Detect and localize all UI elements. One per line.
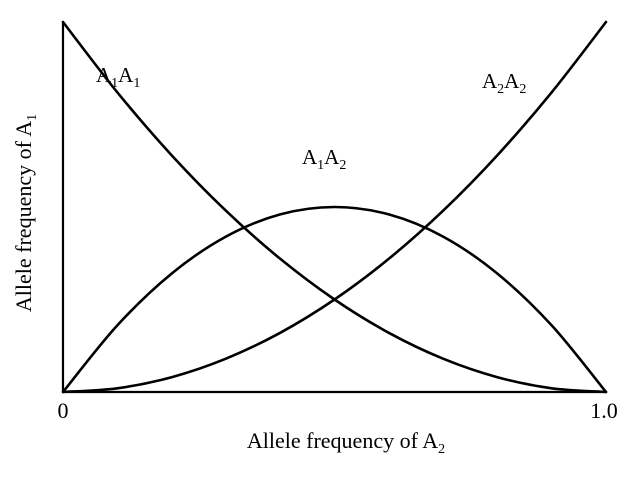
- series-label-0-sub-1: 1: [133, 76, 140, 91]
- x-axis-label-text: Allele frequency of A: [247, 428, 438, 453]
- x-axis-label: Allele frequency of A2: [247, 428, 445, 457]
- y-axis-label-text: Allele frequency of A: [11, 121, 36, 312]
- x-axis-label-sub: 2: [438, 442, 445, 457]
- series-label-2-sub-0: 2: [497, 82, 504, 97]
- series-label-a2a2: A2A2: [482, 69, 526, 97]
- curve-a2a2: [61, 20, 608, 394]
- series-label-1-char-1: A: [324, 145, 340, 169]
- y-axis-label-sub: 1: [25, 114, 40, 121]
- series-label-1-sub-0: 1: [317, 158, 324, 173]
- x-tick-label-0: 0: [58, 398, 69, 423]
- series-label-0-sub-0: 1: [111, 76, 118, 91]
- series-label-0-char-0: A: [96, 63, 112, 87]
- curve-a1a2: [61, 205, 608, 394]
- y-axis-label: Allele frequency of A1: [11, 114, 40, 312]
- series-label-1-sub-1: 2: [339, 158, 346, 173]
- series-label-a1a1: A1A1: [96, 63, 140, 91]
- series-label-2-char-1: A: [504, 69, 520, 93]
- series-label-2-sub-1: 2: [519, 82, 526, 97]
- series-label-a1a2: A1A2: [302, 145, 346, 173]
- curve-a1a1: [61, 20, 608, 394]
- x-tick-label-1: 1.0: [590, 398, 618, 423]
- series-label-2-char-0: A: [482, 69, 498, 93]
- series-label-0-char-1: A: [118, 63, 134, 87]
- series-label-1-char-0: A: [302, 145, 318, 169]
